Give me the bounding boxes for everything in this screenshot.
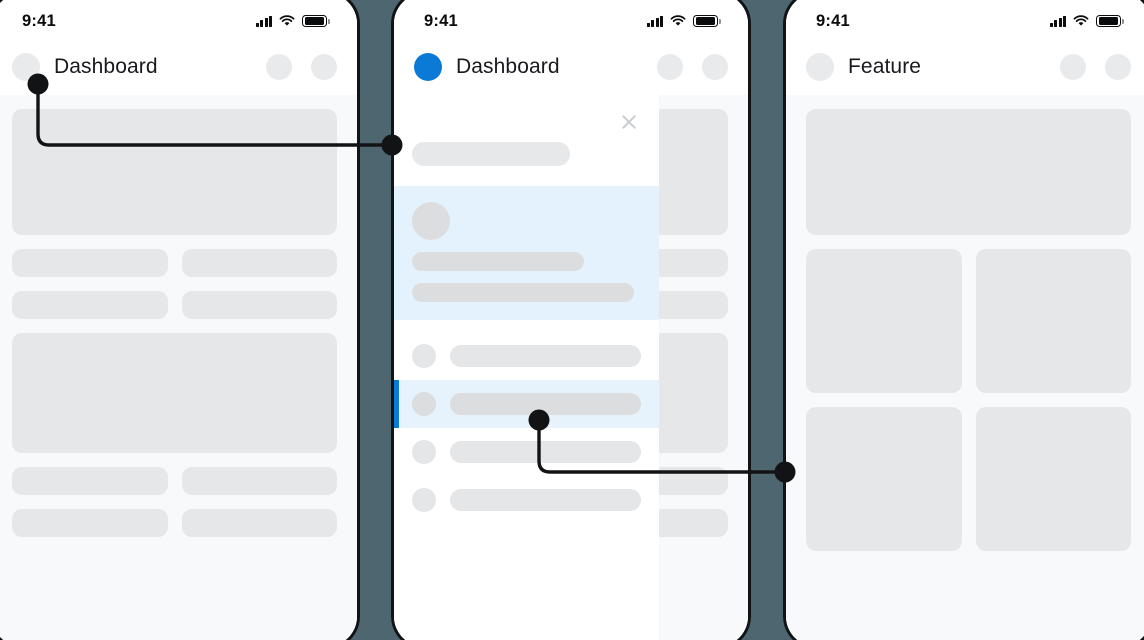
battery-full-icon: [693, 14, 721, 28]
overlay-header: [394, 94, 659, 166]
back-nav-dot-icon[interactable]: [414, 53, 442, 81]
tile-card[interactable]: [806, 407, 962, 551]
list-item-label: [450, 393, 641, 415]
spacer: [394, 166, 659, 186]
wifi-icon: [1073, 15, 1089, 26]
action-dot-1-icon[interactable]: [266, 54, 292, 80]
screen-dashboard-overlay: 9:41 Dashboard: [394, 0, 748, 640]
back-nav-dot-icon[interactable]: [12, 53, 40, 81]
stat-card[interactable]: [12, 291, 168, 319]
close-x-icon[interactable]: [617, 110, 641, 134]
battery-full-icon: [302, 14, 330, 28]
list-item-avatar-icon: [412, 392, 436, 416]
tile-card[interactable]: [975, 407, 1131, 551]
status-bar: 9:41: [394, 0, 748, 39]
status-bar: 9:41: [786, 0, 1144, 39]
featured-line-secondary: [412, 283, 634, 302]
hero-card[interactable]: [806, 109, 1131, 235]
action-dot-2-icon[interactable]: [311, 54, 337, 80]
overlay-sheet: [394, 94, 659, 640]
hero-card-2[interactable]: [12, 333, 337, 453]
signal-bars-icon: [1050, 15, 1066, 27]
app-bar-actions: [657, 54, 728, 80]
stat-pair-4: [12, 509, 337, 537]
featured-line-primary: [412, 252, 584, 271]
status-time: 9:41: [816, 11, 850, 30]
action-dot-1-icon[interactable]: [657, 54, 683, 80]
action-dot-1-icon[interactable]: [1060, 54, 1086, 80]
list-item[interactable]: [394, 332, 659, 380]
action-dot-2-icon[interactable]: [1105, 54, 1131, 80]
list-item-label: [450, 441, 641, 463]
list-item[interactable]: [394, 428, 659, 476]
action-dot-2-icon[interactable]: [702, 54, 728, 80]
list-item-avatar-icon: [412, 440, 436, 464]
list-item-label: [450, 489, 641, 511]
stat-pair-2: [12, 291, 337, 319]
phone-frame-dashboard-overlay: 9:41 Dashboard: [391, 0, 751, 640]
back-nav-dot-icon[interactable]: [806, 53, 834, 81]
wifi-icon: [279, 15, 295, 26]
stat-pair-1: [12, 249, 337, 277]
tile-card[interactable]: [975, 249, 1131, 393]
status-icons: [647, 14, 721, 28]
phone-frame-dashboard-start: 9:41 Dashboard: [0, 0, 360, 640]
phone-frame-feature-result: 9:41 Feature: [783, 0, 1144, 640]
hero-card[interactable]: [12, 109, 337, 235]
search-input[interactable]: [412, 142, 570, 166]
battery-full-icon: [1096, 14, 1124, 28]
status-bar: 9:41: [0, 0, 357, 39]
signal-bars-icon: [256, 15, 272, 27]
stat-pair-3: [12, 467, 337, 495]
stat-card[interactable]: [181, 467, 337, 495]
content-area: [0, 95, 357, 640]
featured-item[interactable]: [394, 186, 659, 320]
stat-card[interactable]: [181, 509, 337, 537]
stat-card[interactable]: [12, 509, 168, 537]
list-item-selected[interactable]: [394, 380, 659, 428]
tile-card[interactable]: [806, 249, 962, 393]
screen-dashboard-start: 9:41 Dashboard: [0, 0, 357, 640]
wifi-icon: [670, 15, 686, 26]
app-bar: Dashboard: [0, 39, 357, 95]
tile-grid-row-2: [806, 407, 1131, 551]
list-item[interactable]: [394, 476, 659, 524]
status-time: 9:41: [22, 11, 56, 30]
content-area: [786, 95, 1144, 640]
page-title: Feature: [848, 55, 922, 78]
overlay-list: [394, 320, 659, 640]
list-item-label: [450, 345, 641, 367]
list-item-avatar-icon: [412, 344, 436, 368]
screen-feature-result: 9:41 Feature: [786, 0, 1144, 640]
status-icons: [256, 14, 330, 28]
status-time: 9:41: [424, 11, 458, 30]
list-item-avatar-icon: [412, 488, 436, 512]
avatar-icon: [412, 202, 450, 240]
stat-card[interactable]: [181, 291, 337, 319]
app-bar-actions: [266, 54, 337, 80]
app-bar: Feature: [786, 39, 1144, 95]
app-bar: Dashboard: [394, 39, 748, 95]
app-bar-actions: [1060, 54, 1131, 80]
signal-bars-icon: [647, 15, 663, 27]
page-title: Dashboard: [54, 55, 158, 78]
stat-card[interactable]: [181, 249, 337, 277]
stat-card[interactable]: [12, 249, 168, 277]
status-icons: [1050, 14, 1124, 28]
tile-grid-row-1: [806, 249, 1131, 393]
page-title: Dashboard: [456, 55, 560, 78]
stat-card[interactable]: [12, 467, 168, 495]
